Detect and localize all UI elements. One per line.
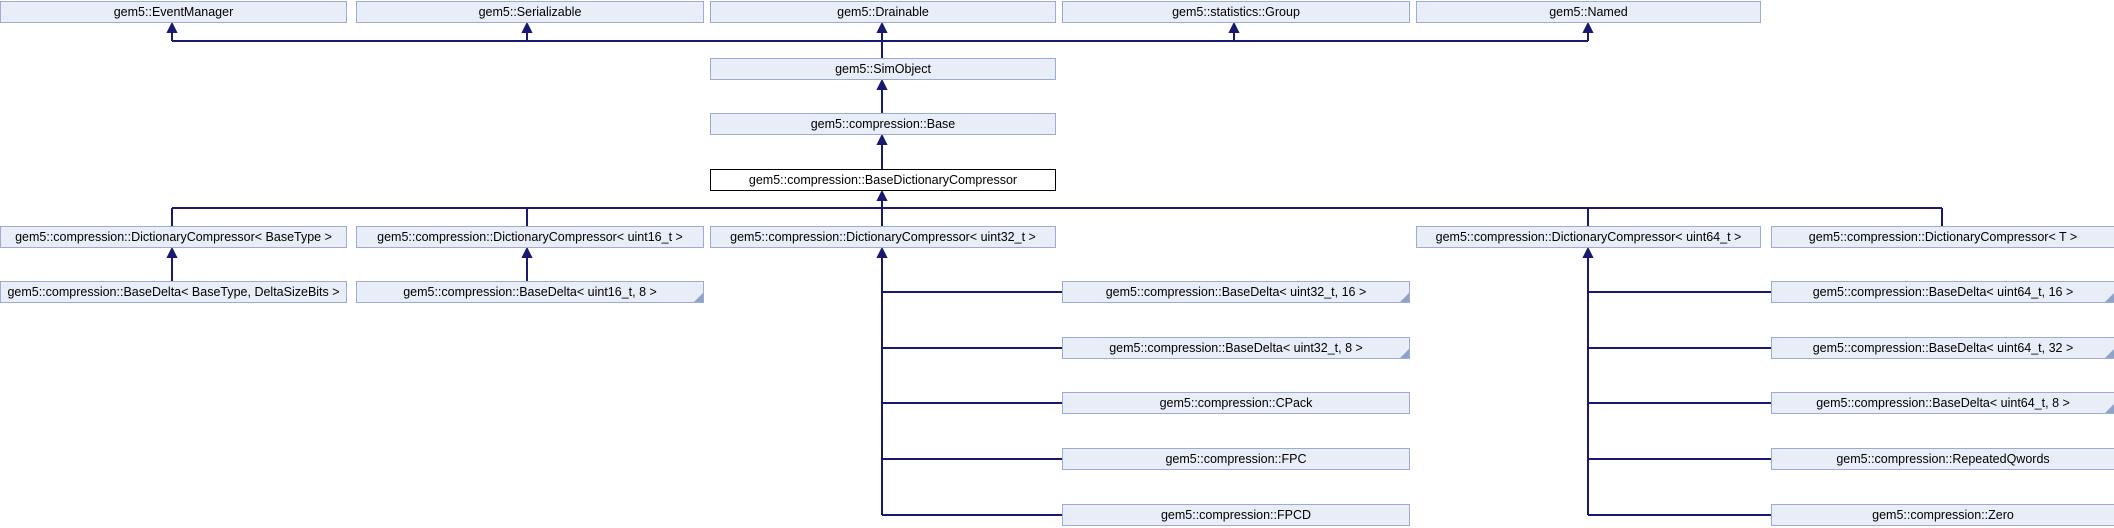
class-node-base-delta-uint64-8[interactable]: gem5::compression::BaseDelta< uint64_t, … [1771, 392, 2114, 414]
class-node-statistics-group[interactable]: gem5::statistics::Group [1062, 1, 1410, 23]
class-label: gem5::compression::FPCD [1160, 508, 1312, 522]
class-node-dictionary-compressor-uint16[interactable]: gem5::compression::DictionaryCompressor<… [356, 226, 704, 248]
class-label: gem5::compression::BaseDelta< BaseType, … [7, 285, 340, 299]
class-label: gem5::compression::BaseDelta< uint32_t, … [1109, 341, 1363, 355]
class-label: gem5::compression::BaseDelta< uint64_t, … [1812, 341, 2074, 355]
class-label: gem5::compression::CPack [1159, 396, 1313, 410]
class-node-dictionary-compressor-t[interactable]: gem5::compression::DictionaryCompressor<… [1771, 226, 2114, 248]
class-label: gem5::EventManager [113, 5, 234, 19]
class-node-base-delta-uint64-16[interactable]: gem5::compression::BaseDelta< uint64_t, … [1771, 281, 2114, 303]
class-node-base-dictionary-compressor[interactable]: gem5::compression::BaseDictionaryCompres… [710, 169, 1056, 191]
class-node-dictionary-compressor-basetype[interactable]: gem5::compression::DictionaryCompressor<… [0, 226, 347, 248]
class-node-base-delta-uint32-8[interactable]: gem5::compression::BaseDelta< uint32_t, … [1062, 337, 1410, 359]
class-node-named[interactable]: gem5::Named [1416, 1, 1761, 23]
class-label: gem5::compression::BaseDelta< uint32_t, … [1105, 285, 1367, 299]
class-label: gem5::compression::DictionaryCompressor<… [15, 230, 332, 244]
class-node-compression-base[interactable]: gem5::compression::Base [710, 113, 1056, 135]
class-node-base-delta-uint16-8[interactable]: gem5::compression::BaseDelta< uint16_t, … [356, 281, 704, 303]
class-node-fpc[interactable]: gem5::compression::FPC [1062, 448, 1410, 470]
class-label: gem5::compression::BaseDictionaryCompres… [748, 173, 1018, 187]
class-node-dictionary-compressor-uint32[interactable]: gem5::compression::DictionaryCompressor<… [710, 226, 1056, 248]
truncated-fold-icon [694, 293, 703, 302]
truncated-fold-icon [1400, 349, 1409, 358]
class-label: gem5::compression::Base [810, 117, 956, 131]
class-node-repeated-qwords[interactable]: gem5::compression::RepeatedQwords [1771, 448, 2114, 470]
class-node-base-delta-basetype[interactable]: gem5::compression::BaseDelta< BaseType, … [0, 281, 347, 303]
class-node-base-delta-uint32-16[interactable]: gem5::compression::BaseDelta< uint32_t, … [1062, 281, 1410, 303]
truncated-fold-icon [2105, 349, 2114, 358]
class-label: gem5::Drainable [837, 5, 929, 19]
class-label: gem5::compression::BaseDelta< uint64_t, … [1816, 396, 2070, 410]
class-label: gem5::SimObject [835, 62, 931, 76]
class-label: gem5::statistics::Group [1172, 5, 1300, 19]
class-label: gem5::compression::DictionaryCompressor<… [1435, 230, 1742, 244]
class-label: gem5::compression::FPC [1165, 452, 1307, 466]
class-node-event-manager[interactable]: gem5::EventManager [0, 1, 347, 23]
class-node-serializable[interactable]: gem5::Serializable [356, 1, 704, 23]
class-label: gem5::compression::BaseDelta< uint16_t, … [403, 285, 657, 299]
class-node-cpack[interactable]: gem5::compression::CPack [1062, 392, 1410, 414]
class-node-base-delta-uint64-32[interactable]: gem5::compression::BaseDelta< uint64_t, … [1771, 337, 2114, 359]
class-label: gem5::compression::DictionaryCompressor<… [730, 230, 1036, 244]
class-label: gem5::compression::RepeatedQwords [1836, 452, 2050, 466]
class-node-dictionary-compressor-uint64[interactable]: gem5::compression::DictionaryCompressor<… [1416, 226, 1761, 248]
class-label: gem5::Serializable [478, 5, 582, 19]
class-node-zero[interactable]: gem5::compression::Zero [1771, 504, 2114, 526]
class-label: gem5::compression::DictionaryCompressor<… [377, 230, 683, 244]
class-label: gem5::compression::Zero [1872, 508, 2014, 522]
truncated-fold-icon [1400, 293, 1409, 302]
class-node-drainable[interactable]: gem5::Drainable [710, 1, 1056, 23]
class-node-sim-object[interactable]: gem5::SimObject [710, 58, 1056, 80]
truncated-fold-icon [2105, 404, 2114, 413]
class-label: gem5::Named [1549, 5, 1628, 19]
truncated-fold-icon [2105, 293, 2114, 302]
class-node-fpcd[interactable]: gem5::compression::FPCD [1062, 504, 1410, 526]
class-label: gem5::compression::DictionaryCompressor<… [1808, 230, 2078, 244]
class-label: gem5::compression::BaseDelta< uint64_t, … [1812, 285, 2074, 299]
